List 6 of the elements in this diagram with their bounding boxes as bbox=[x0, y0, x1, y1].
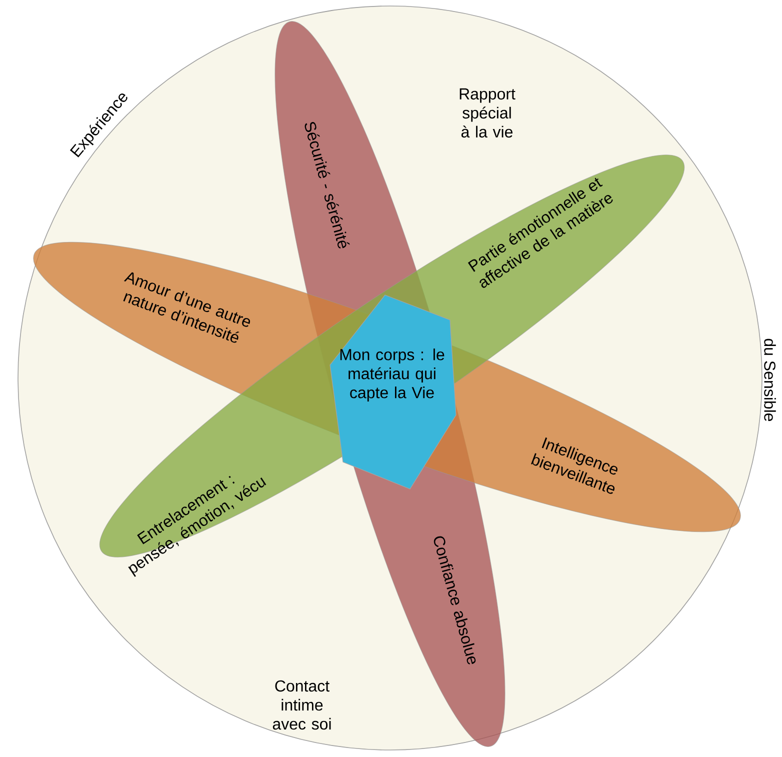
shape-text: Contact intime avec soi bbox=[272, 680, 331, 730]
shape-text: Sécurité - sérénité bbox=[304, 122, 350, 249]
arc-label: du Sensible bbox=[764, 338, 776, 422]
shape-text: Mon corps : le matériau qui capte la Vie bbox=[340, 348, 444, 402]
shape-text: Confiance absolue bbox=[434, 536, 476, 664]
shape-text: Rapport spécial à la vie bbox=[460, 88, 516, 138]
